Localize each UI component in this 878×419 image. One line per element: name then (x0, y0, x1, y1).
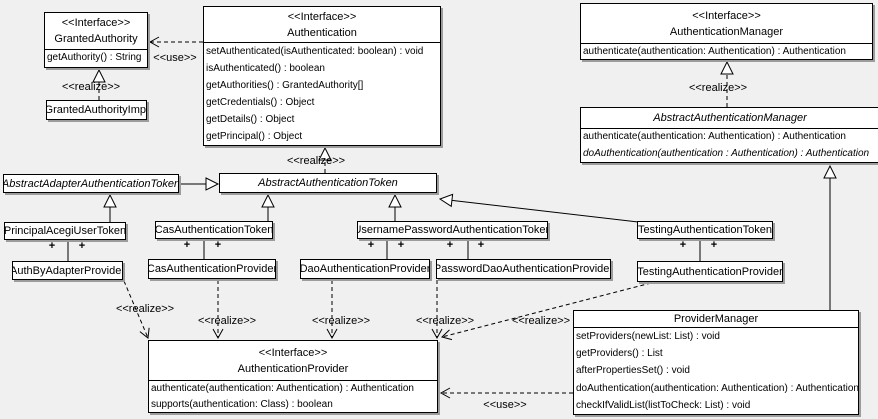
method: doAuthentication(authentication : Authen… (583, 147, 870, 159)
class-name: GrantedAuthorityImpl (46, 104, 147, 116)
method: getCredentials() : Object (206, 97, 315, 108)
class-name: AuthByAdapterProvider (12, 264, 123, 277)
class-abstract-authentication-manager[interactable]: AbstractAuthenticationManager authentica… (580, 107, 878, 163)
method: authenticate(authentication: Authenticat… (583, 46, 846, 57)
method: setProviders(newList: List) : void (576, 331, 720, 342)
class-name: Authentication (287, 26, 357, 39)
realize-label: <<realize>> (415, 315, 475, 327)
multiplicity-label: + (710, 239, 718, 251)
class-password-dao-authentication-provider[interactable]: PasswordDaoAuthenticationProvider (436, 259, 611, 279)
realize-label: <<realize>> (197, 315, 257, 327)
edge-realize-authbyadapter-to-authentication-provider (123, 280, 150, 339)
multiplicity-label: + (446, 239, 454, 251)
realize-label: <<realize>> (511, 315, 571, 327)
class-authentication-manager[interactable]: <<Interface>> AuthenticationManager auth… (580, 3, 873, 60)
class-cas-authentication-token[interactable]: CasAuthenticationToken (155, 221, 273, 239)
method: doAuthentication(authentication: Authent… (576, 382, 858, 394)
method-list: setAuthenticated(isAuthenticated: boolea… (204, 43, 440, 145)
method: getPrincipal() : Object (206, 131, 303, 142)
class-username-password-authentication-token[interactable]: UsernamePasswordAuthenticationToken (357, 221, 548, 239)
edge-realize-testing-provider-to-authentication-provider (441, 282, 652, 341)
class-name: TestingAuthenticationProvider (637, 265, 783, 278)
realize-label: <<realize>> (115, 303, 175, 315)
realize-label: <<realize>> (286, 155, 346, 167)
class-name: AbstractAuthenticationManager (653, 112, 807, 124)
method: getAuthorities() : GrantedAuthority[] (206, 80, 364, 91)
realize-label: <<realize>> (688, 82, 748, 94)
class-name: DaoAuthenticationProvider (300, 263, 430, 275)
method-list: setProviders(newList: List) : void getPro… (574, 328, 858, 414)
method: authenticate(authentication: Authenticat… (583, 131, 846, 142)
class-name: CasAuthenticationProvider (148, 263, 276, 275)
class-name: AbstractAdapterAuthenticationToken (3, 177, 179, 190)
method: getAuthority() : String (47, 52, 142, 63)
class-abstract-adapter-authentication-token[interactable]: AbstractAdapterAuthenticationToken (3, 174, 179, 193)
multiplicity-label: + (679, 239, 687, 251)
use-label: <<use>> (153, 52, 197, 64)
realize-label: <<realize>> (311, 315, 371, 327)
method: supports(authentication: Class) : boolea… (151, 399, 333, 410)
stereotype: <<Interface>> (61, 17, 131, 29)
class-name: CasAuthenticationToken (155, 224, 273, 236)
method-list: authenticate(authentication: Authenticat… (581, 129, 878, 162)
class-name: AbstractAuthenticationToken (258, 177, 398, 189)
stereotype: <<Interface>> (287, 10, 357, 23)
method: isAuthenticated() : boolean (206, 63, 325, 74)
stereotype: <<Interface>> (692, 9, 761, 22)
edge-generalization-testing-token-to-abstract-token (438, 193, 639, 223)
method: getProviders() : List (576, 348, 663, 360)
class-name: UsernamePasswordAuthenticationToken (357, 224, 548, 236)
class-testing-authentication-provider[interactable]: TestingAuthenticationProvider (637, 261, 783, 282)
multiplicity-label: + (397, 239, 405, 251)
method: setAuthenticated(isAuthenticated: boolea… (206, 46, 424, 57)
method: afterPropertiesSet() : void (576, 365, 690, 377)
multiplicity-label: + (477, 239, 485, 251)
method: getDetails() : Object (206, 114, 295, 125)
class-name: AuthenticationProvider (237, 362, 349, 375)
class-name: PasswordDaoAuthenticationProvider (436, 263, 611, 275)
class-abstract-authentication-token[interactable]: AbstractAuthenticationToken (219, 173, 437, 193)
class-cas-authentication-provider[interactable]: CasAuthenticationProvider (148, 259, 276, 279)
class-provider-manager[interactable]: ProviderManager setProviders(newList: Li… (573, 310, 859, 415)
class-dao-authentication-provider[interactable]: DaoAuthenticationProvider (300, 259, 430, 279)
class-name: GrantedAuthority (54, 33, 138, 45)
multiplicity-label: + (78, 240, 86, 252)
class-testing-authentication-token[interactable]: TestingAuthenticationToken (637, 221, 773, 239)
method-list: authenticate(authentication: Authenticat… (149, 381, 437, 413)
multiplicity-label: + (367, 239, 375, 251)
class-name: PrincipalAcegiUserToken (4, 225, 126, 237)
stereotype: <<Interface>> (258, 346, 328, 359)
method-list: authenticate(authentication: Authenticat… (581, 44, 872, 59)
multiplicity-label: + (183, 239, 191, 251)
realize-label: <<realize>> (61, 81, 121, 93)
class-principal-acegi-user-token[interactable]: PrincipalAcegiUserToken (4, 222, 126, 240)
class-name: AuthenticationManager (669, 25, 784, 38)
class-authentication[interactable]: <<Interface>> Authentication setAuthenti… (203, 6, 441, 146)
class-granted-authority[interactable]: <<Interface>> GrantedAuthority getAuthor… (44, 12, 148, 68)
class-authentication-provider[interactable]: <<Interface>> AuthenticationProvider aut… (148, 340, 438, 413)
multiplicity-label: + (214, 239, 222, 251)
method-list: getAuthority() : String (45, 50, 147, 66)
class-name: ProviderManager (673, 313, 759, 325)
use-label: <<use>> (483, 399, 527, 411)
class-auth-by-adapter-provider[interactable]: AuthByAdapterProvider (12, 261, 123, 280)
class-name: TestingAuthenticationToken (638, 224, 772, 236)
method: checkIfValidList(listToCheck: List) : vo… (576, 399, 751, 411)
class-granted-authority-impl[interactable]: GrantedAuthorityImpl (46, 100, 147, 120)
multiplicity-label: + (48, 240, 56, 252)
method: authenticate(authentication: Authenticat… (151, 383, 414, 394)
